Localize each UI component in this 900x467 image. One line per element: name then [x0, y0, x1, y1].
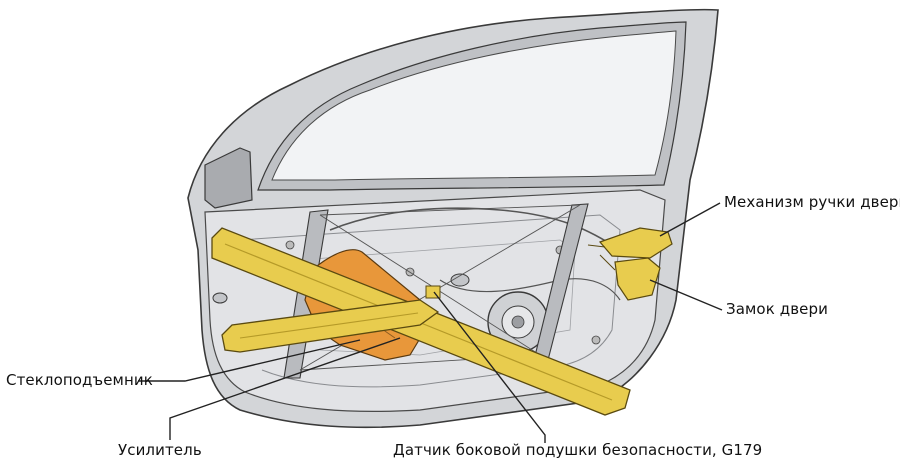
panel-contour: [239, 214, 621, 388]
label-window-regulator: Стеклоподъемник: [6, 371, 153, 389]
reinforcement-bar-lower: [221, 299, 440, 353]
mirror-mount-icon: [204, 147, 253, 209]
regulator-cable: [299, 204, 581, 371]
access-hole: [450, 273, 470, 287]
bolt-icon: [591, 335, 601, 345]
leader-airbag-sensor: [433, 291, 546, 443]
speaker-center: [511, 315, 525, 329]
label-reinforcement: Усилитель: [118, 441, 202, 459]
window-glass: [271, 30, 677, 181]
lock-rod: [587, 244, 616, 271]
leader-handle: [659, 202, 721, 237]
label-door-lock: Замок двери: [726, 300, 828, 318]
door-lock: [614, 257, 661, 301]
cable: [329, 207, 621, 251]
door-handle-mechanism: [598, 227, 673, 259]
label-door-handle-mechanism: Механизм ручки двери: [724, 193, 900, 211]
leader-regulator: [138, 339, 361, 382]
reinforcement-bar-lower-ridge: [239, 312, 419, 339]
leader-lock: [649, 279, 723, 311]
label-side-airbag-sensor: Датчик боковой подушки безопасности, G17…: [393, 441, 763, 459]
bolt-icon: [285, 240, 295, 250]
leader-reinforcement: [169, 337, 401, 440]
access-hole: [212, 292, 228, 304]
